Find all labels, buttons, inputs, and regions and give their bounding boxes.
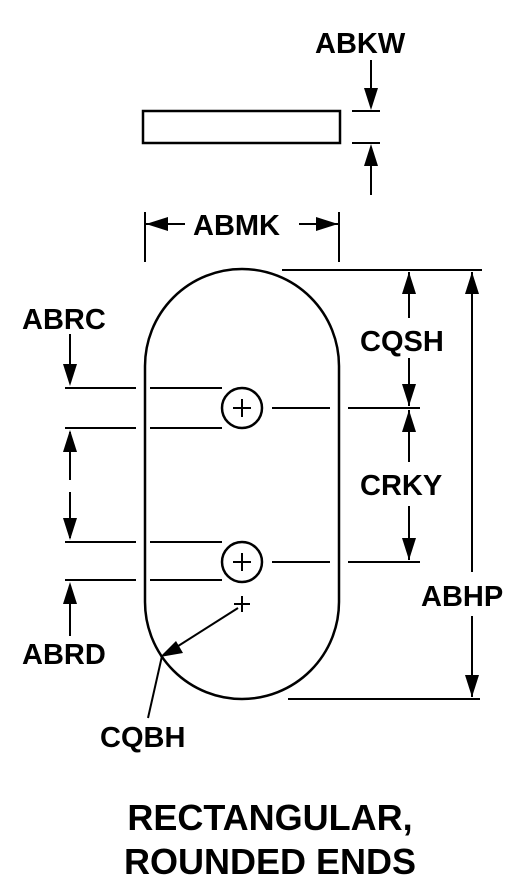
side-view-rectangle xyxy=(141,109,342,145)
hole-spacing-arrow-up xyxy=(63,430,77,452)
cqsh-arrow-down xyxy=(402,384,416,406)
abrd-label: ABRD xyxy=(22,639,106,671)
abmk-arrow-right xyxy=(316,217,338,231)
abmk-arrow-left xyxy=(146,217,168,231)
upper-hole xyxy=(220,386,264,430)
cqbh-leader-tail xyxy=(147,655,163,719)
abrd-arrow xyxy=(63,582,77,604)
abkw-label: ABKW xyxy=(315,28,406,60)
abkw-arrow-bottom xyxy=(364,144,378,166)
abkw-arrow-top xyxy=(364,88,378,110)
cqsh-arrow-up xyxy=(402,272,416,294)
abrc-label: ABRC xyxy=(22,304,106,336)
abrc-arrow xyxy=(63,364,77,386)
title-line-1: RECTANGULAR, xyxy=(127,797,412,838)
cqsh-label: CQSH xyxy=(360,326,444,358)
hole-spacing-arrow-down xyxy=(63,518,77,540)
crky-label: CRKY xyxy=(360,470,442,502)
crky-arrow-down xyxy=(402,538,416,560)
crky-arrow-up xyxy=(402,410,416,432)
rounded-slot-outline xyxy=(143,267,341,701)
abhp-label: ABHP xyxy=(421,581,503,613)
title-line-2: ROUNDED ENDS xyxy=(124,841,416,882)
abhp-arrow-down xyxy=(465,675,479,697)
cqbh-arrow xyxy=(160,641,183,657)
lower-hole xyxy=(220,540,264,584)
abmk-label: ABMK xyxy=(193,210,280,242)
cqbh-label: CQBH xyxy=(100,722,185,754)
abhp-arrow-up xyxy=(465,272,479,294)
